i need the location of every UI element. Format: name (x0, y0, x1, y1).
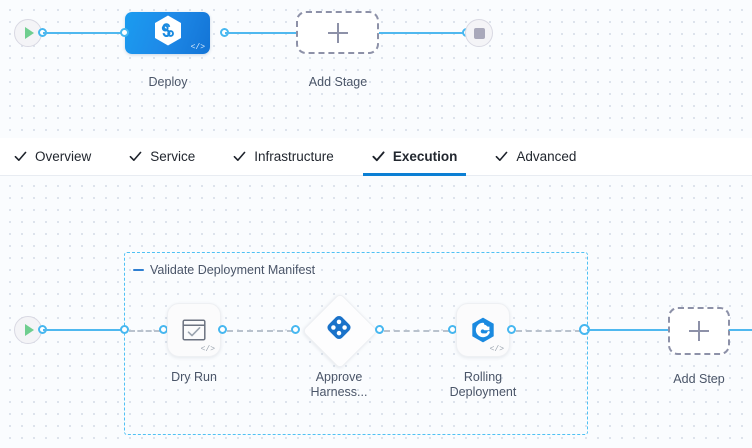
edge-start-to-group (43, 329, 122, 331)
tab-label: Execution (392, 149, 458, 164)
tab-service[interactable]: Service (129, 138, 195, 176)
deploy-input-dot[interactable] (120, 28, 129, 37)
tab-label: Infrastructure (254, 149, 334, 164)
stage-config-tabs[interactable]: Overview Service Infrastructure Executio… (0, 138, 752, 176)
check-icon (495, 151, 508, 162)
code-glyph-icon[interactable]: </> (200, 345, 215, 354)
approve-input-dot[interactable] (291, 325, 300, 334)
step-label-rolling-deployment: Rolling Deployment (449, 370, 517, 399)
edge-dryrun-to-approve (227, 330, 293, 332)
step-label-approve-harness: Approve Harness... (310, 370, 368, 399)
rolling-output-dot[interactable] (507, 325, 516, 334)
step-node-rolling-deployment[interactable]: </> (456, 303, 510, 357)
tab-label: Overview (35, 149, 92, 164)
execution-graph-panel[interactable]: Validate Deployment Manifest </> Dry Run (0, 176, 752, 448)
pipeline-end-node[interactable] (465, 19, 493, 47)
rolling-deployment-icon (472, 317, 494, 343)
harness-approval-diamond-icon (324, 313, 354, 348)
edge-group-to-addstep (587, 329, 669, 331)
step-node-dry-run[interactable]: </> (167, 303, 221, 357)
step-label-dry-run: Dry Run (171, 370, 217, 384)
add-step-button[interactable] (668, 307, 730, 355)
shell-script-check-icon (182, 319, 206, 341)
stop-icon (473, 27, 485, 39)
step-group-validate-deployment-manifest[interactable] (124, 252, 588, 435)
add-stage-button[interactable] (296, 11, 379, 54)
play-icon (25, 27, 34, 39)
tab-advanced[interactable]: Advanced (495, 138, 576, 176)
check-icon (14, 151, 27, 162)
code-glyph-icon[interactable]: </> (489, 345, 504, 354)
check-icon (233, 151, 246, 162)
edge-rolling-to-groupexit (516, 330, 581, 332)
plus-icon (689, 321, 709, 341)
check-icon (129, 151, 142, 162)
edge-deploy-to-addstage (225, 32, 297, 34)
harness-hexagon-icon (153, 15, 183, 52)
tab-label: Service (150, 149, 196, 164)
pipeline-start-node[interactable] (14, 19, 42, 47)
tab-label: Advanced (516, 149, 577, 164)
stage-label-add-stage: Add Stage (308, 75, 368, 89)
check-icon (372, 151, 385, 162)
step-label-add-step: Add Step (673, 372, 725, 386)
stage-label-deploy: Deploy (148, 75, 188, 89)
code-glyph-icon[interactable]: </> (190, 43, 205, 52)
edge-addstep-right (729, 329, 752, 331)
step-group-header[interactable]: Validate Deployment Manifest (133, 263, 315, 277)
stage-node-deploy[interactable]: </> (125, 12, 210, 54)
edge-approve-to-rolling (384, 330, 449, 332)
tab-execution[interactable]: Execution (362, 138, 467, 176)
dry-run-output-dot[interactable] (218, 325, 227, 334)
tab-overview[interactable]: Overview (14, 138, 91, 176)
stage-graph-panel[interactable]: </> Deploy Add Stage (0, 0, 752, 138)
edge-group-to-dryrun (129, 330, 160, 332)
plus-icon (327, 22, 348, 43)
edge-start-to-deploy (43, 32, 125, 34)
minus-icon[interactable] (133, 269, 144, 271)
approve-output-dot[interactable] (375, 325, 384, 334)
play-icon (25, 324, 34, 336)
tab-infrastructure[interactable]: Infrastructure (233, 138, 334, 176)
group-entry-dot[interactable] (120, 325, 129, 334)
edge-addstage-to-end (379, 32, 466, 34)
active-tab-underline (362, 172, 467, 176)
step-group-label: Validate Deployment Manifest (150, 263, 316, 277)
